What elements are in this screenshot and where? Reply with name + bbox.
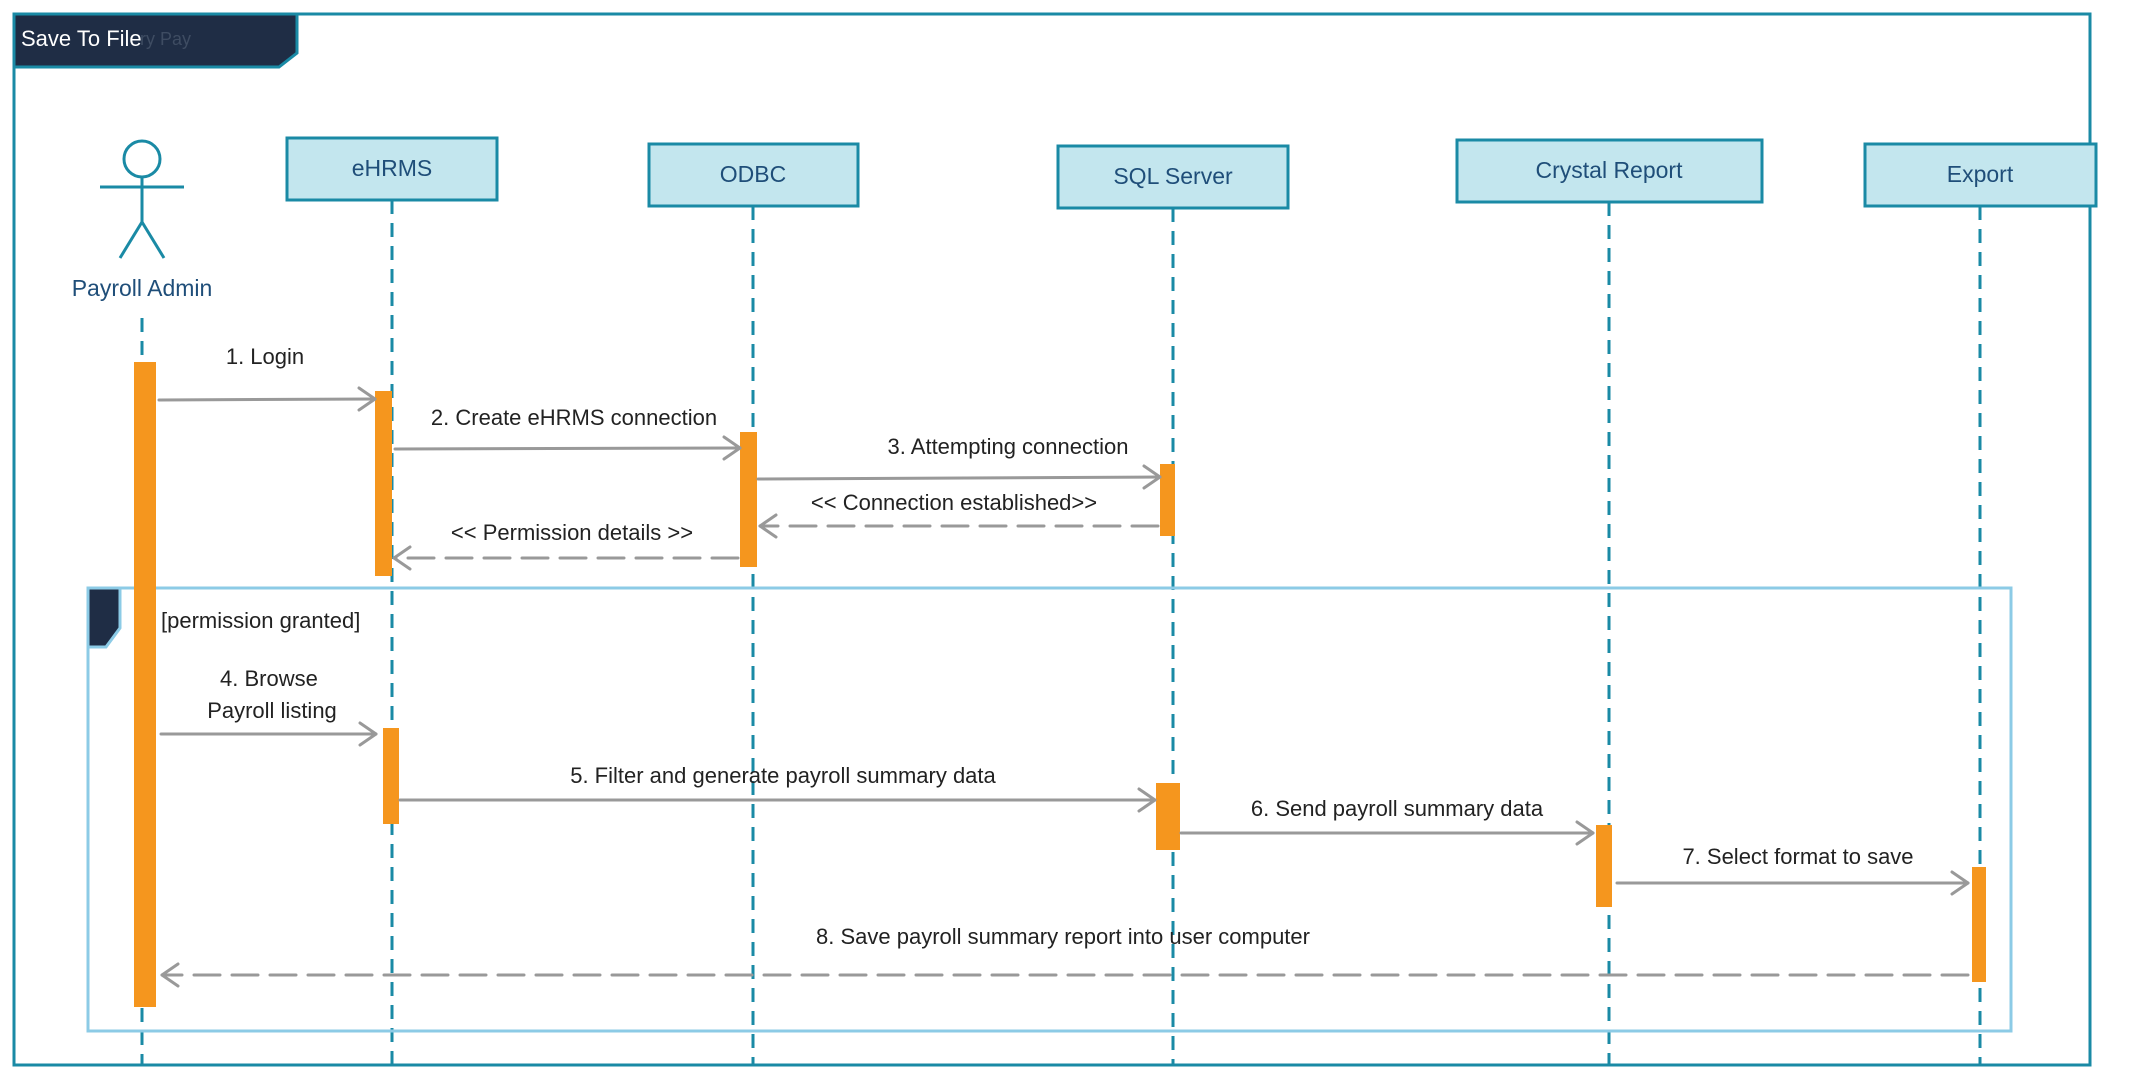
- arrow-head-1: [357, 386, 377, 412]
- activation-crystal-report: [1596, 825, 1612, 907]
- lifeline-box-export: [1863, 142, 2098, 208]
- arrow-head-10: [160, 962, 180, 988]
- activation-export: [1972, 867, 1986, 982]
- message-label-4: << Connection established>>: [811, 490, 1097, 515]
- frame-title: Save To File: [21, 26, 142, 51]
- activation-odbc-1: [740, 432, 757, 567]
- lifeline-box-odbc: [647, 142, 860, 208]
- lifeline-label-odbc: ODBC: [720, 161, 786, 187]
- message-label-5-line-1: << Permission details >>: [451, 520, 693, 545]
- frame-title-tab: [12, 12, 299, 69]
- message-label-2-line-1: 2. Create eHRMS connection: [431, 405, 717, 430]
- actor-label: Payroll Admin: [72, 275, 213, 301]
- fragment-guard: [permission granted]: [161, 608, 360, 633]
- message-label-3: 3. Attempting connection: [888, 434, 1129, 459]
- lifeline-label-ehrms: eHRMS: [352, 155, 433, 181]
- message-label-6-line-1: 4. Browse: [220, 666, 318, 691]
- lifeline-box-ehrms: [285, 136, 499, 202]
- arrow-line-3: [756, 475, 1162, 481]
- activation-bars: [134, 362, 1986, 1007]
- lifeline-box-crystal-report: [1455, 138, 1764, 204]
- lifeline-box-sql-server: [1056, 144, 1290, 210]
- lifeline-label-crystal-report: Crystal Report: [1536, 157, 1684, 183]
- message-label-10-line-1: 8. Save payroll summary report into user…: [816, 924, 1310, 949]
- arrow-head-7: [1137, 787, 1157, 813]
- activation-sql-server-1: [1160, 464, 1175, 536]
- lifeline-label-sql-server: SQL Server: [1113, 163, 1233, 189]
- fragment-box: [86, 586, 2013, 1033]
- message-label-8: 6. Send payroll summary data: [1251, 796, 1544, 821]
- message-label-2: 2. Create eHRMS connection: [431, 405, 717, 430]
- arrow-head-3: [1142, 464, 1162, 490]
- message-label-5: << Permission details >>: [451, 520, 693, 545]
- arrow-head-8: [1575, 820, 1595, 846]
- actor-left-leg: [118, 221, 144, 259]
- message-label-1-line-1: 1. Login: [226, 344, 304, 369]
- message-label-1: 1. Login: [226, 344, 304, 369]
- message-label-7: 5. Filter and generate payroll summary d…: [570, 763, 996, 788]
- fragment-operator-tab: [86, 586, 122, 649]
- message-label-4-line-1: << Connection established>>: [811, 490, 1097, 515]
- arrow-head-5: [392, 545, 412, 571]
- arrow-head-4: [758, 513, 778, 539]
- arrow-line-1: [157, 397, 377, 402]
- activation-sql-server-2: [1156, 783, 1180, 850]
- actor-payroll-admin: [100, 139, 184, 259]
- activation-payroll-admin: [134, 362, 156, 1007]
- activation-ehrms-2: [383, 728, 399, 824]
- arrow-head-9: [1950, 870, 1970, 896]
- arrow-line-2: [393, 446, 742, 451]
- frame-title-shadow: ry Pay: [140, 29, 191, 49]
- message-label-6-line-2: Payroll listing: [207, 698, 337, 723]
- message-label-9-line-1: 7. Select format to save: [1682, 844, 1913, 869]
- message-label-9: 7. Select format to save: [1682, 844, 1913, 869]
- message-arrows: [157, 386, 1970, 988]
- actor-right-leg: [140, 221, 166, 259]
- lifeline-label-export: Export: [1947, 161, 2014, 187]
- message-label-6: 4. Browse Payroll listing: [207, 666, 337, 723]
- message-label-3-line-1: 3. Attempting connection: [888, 434, 1129, 459]
- arrow-head-2: [722, 435, 742, 461]
- message-label-7-line-1: 5. Filter and generate payroll summary d…: [570, 763, 996, 788]
- actor-head: [122, 139, 162, 179]
- message-label-10: 8. Save payroll summary report into user…: [816, 924, 1310, 949]
- message-label-8-line-1: 6. Send payroll summary data: [1251, 796, 1544, 821]
- diagram-frame: [12, 12, 2092, 1067]
- arrow-head-6: [358, 721, 378, 747]
- activation-ehrms-1: [375, 391, 392, 576]
